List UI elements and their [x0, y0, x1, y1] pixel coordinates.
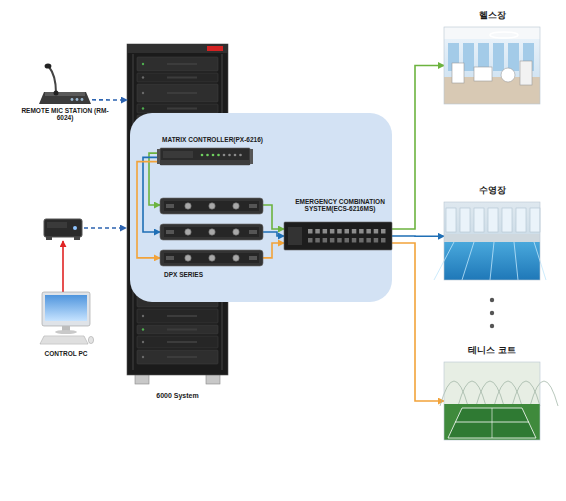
signal-line [143, 157, 160, 232]
node-label: CONTROL PC [26, 350, 106, 357]
node-label: REMOTE MIC STATION (RM-6024) [20, 107, 110, 122]
tennis-illustration [444, 362, 540, 440]
ecs-illustration [284, 222, 392, 250]
node-label: DPX SERIES [164, 271, 244, 278]
signal-line [137, 162, 160, 258]
zone-photo: 테니스 코트 [444, 362, 540, 440]
interface-device [44, 219, 82, 240]
zone-photo: 수영장 [444, 202, 540, 280]
control-wire [62, 241, 64, 292]
signal-line [392, 66, 444, 230]
matrix-controller: MATRIX CONTROLLER(PX-6216) [160, 148, 250, 165]
signal-line [92, 99, 127, 101]
node-label: MATRIX CONTROLLER(PX-6216) [162, 136, 292, 143]
signal-line [263, 232, 284, 236]
mic-station: REMOTE MIC STATION (RM-6024) [38, 62, 92, 104]
signal-line [392, 235, 444, 237]
gym-illustration [444, 27, 540, 104]
signal-line [263, 205, 284, 229]
amplifier-stack: DPX SERIES [160, 196, 263, 268]
node-label: EMERGENCY COMBINATION SYSTEM(ECS-6216MS) [288, 198, 392, 213]
node-label: 헬스장 [444, 11, 540, 21]
dpx-illustration [160, 196, 263, 268]
zone-photo: 헬스장 [444, 27, 540, 104]
node-label: 테니스 코트 [444, 346, 540, 356]
signal-line [392, 243, 444, 401]
system-band [130, 113, 392, 302]
mic-illustration [38, 62, 92, 104]
matrix-illustration [160, 148, 250, 165]
pc-illustration [40, 292, 92, 346]
node-label: 6000 System [127, 392, 228, 400]
control-pc: CONTROL PC [40, 292, 92, 346]
interface-link [84, 227, 126, 229]
ellipsis-dots [490, 298, 494, 328]
node-label: 수영장 [444, 186, 540, 196]
emergency-system: EMERGENCY COMBINATION SYSTEM(ECS-6216MS) [284, 222, 392, 250]
pool-illustration [444, 202, 540, 280]
signal-line [263, 243, 284, 258]
